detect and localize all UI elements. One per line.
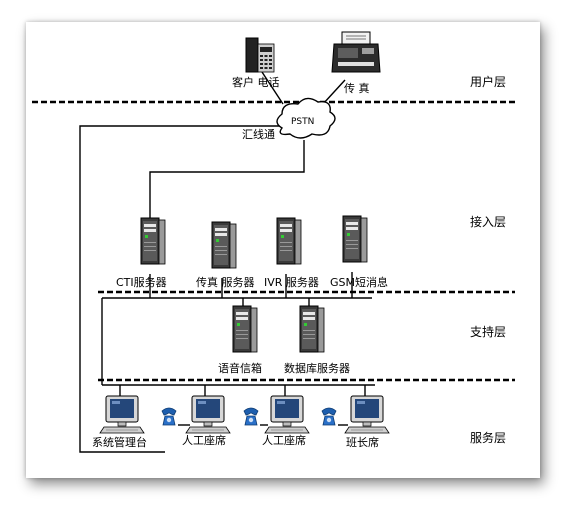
- server-tower-icon: [299, 305, 325, 353]
- station-label: 人工座席: [262, 433, 306, 447]
- server-tower-icon: [342, 215, 368, 263]
- access-server-label: CTI服务器: [116, 276, 167, 289]
- desk-phone-icon: [245, 37, 275, 73]
- workstation-icon: [344, 395, 390, 434]
- trunk-label: 汇线通: [242, 127, 275, 141]
- station-label: 班长席: [346, 435, 379, 449]
- pstn-label: PSTN: [291, 117, 314, 127]
- access-server-label: GSM短消息: [330, 275, 388, 289]
- headset-phone-icon: [321, 407, 337, 426]
- layer-label-service: 服务层: [470, 430, 506, 445]
- server-tower-icon: [211, 221, 237, 269]
- connection-lines: [79, 71, 375, 453]
- server-tower-icon: [232, 305, 258, 353]
- cloud-icon: [276, 97, 336, 139]
- workstation-icon: [185, 395, 231, 434]
- headset-phone-icon: [161, 407, 177, 426]
- station-label: 系统管理台: [92, 435, 147, 449]
- access-server-label: IVR 服务器: [264, 276, 319, 289]
- access-server-label: 传真 服务器: [196, 275, 255, 289]
- station-label: 人工座席: [182, 433, 226, 447]
- layer-label-support: 支持层: [470, 324, 506, 339]
- headset-phone-icon: [243, 407, 259, 426]
- fax-label: 传 真: [344, 81, 370, 95]
- workstation-icon: [264, 395, 310, 434]
- support-server-label: 数据库服务器: [284, 361, 350, 375]
- workstation-icon: [99, 395, 145, 434]
- support-server-label: 语音信箱: [218, 361, 262, 375]
- fax-machine-icon: [331, 31, 381, 73]
- server-tower-icon: [140, 217, 166, 265]
- layer-label-access: 接入层: [470, 214, 506, 229]
- server-tower-icon: [276, 217, 302, 265]
- phone-label: 客户 电话: [232, 75, 280, 89]
- layer-label-user: 用户层: [470, 74, 506, 89]
